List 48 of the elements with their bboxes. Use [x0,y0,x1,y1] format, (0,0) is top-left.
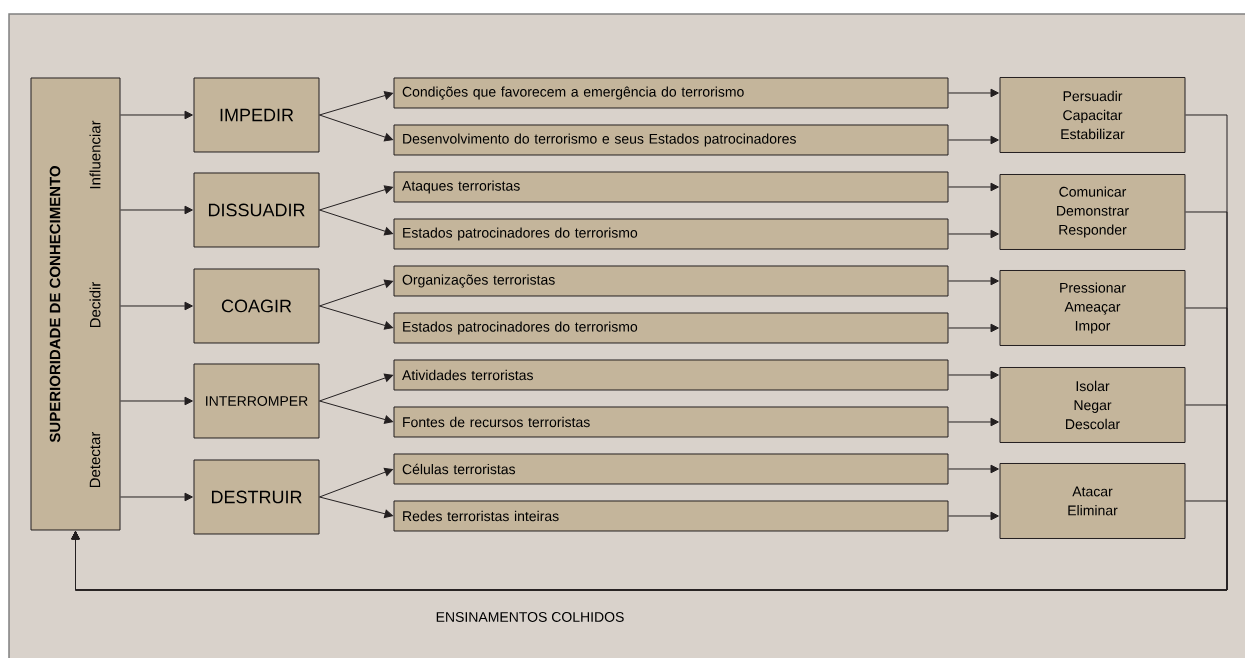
arrow [319,185,393,211]
target-box: Ataques terroristas [393,171,949,203]
arrow [120,301,193,311]
arrow [948,464,999,474]
arrow [120,396,193,406]
target-box: Organizações terroristas [393,265,949,297]
feedback-label: ENSINAMENTOS COLHIDOS [436,612,624,622]
arrow [948,135,999,145]
action-box: COAGIR [193,268,320,344]
target-box: Atividades terroristas [393,359,949,391]
action-box: INTERROMPER [193,363,320,439]
arrow [948,417,999,427]
target-box: Fontes de recursos terroristas [393,406,949,438]
arrow [948,370,999,380]
arrow [71,500,1228,591]
arrow [319,209,393,236]
knowledge-box: SUPERIORIDADE DE CONHECIMENTO Influenciar Decidir Detectar [30,77,121,531]
arrow [120,110,193,120]
action-box: DISSUADIR [193,172,320,248]
arrow [319,91,393,116]
target-box: Desenvolvimento do terrorismo e seus Estados patrocinadores [393,124,949,156]
target-box: Estados patrocinadores do terrorismo [393,218,949,250]
arrow [948,182,999,192]
arrow [319,305,393,330]
arrow [948,229,999,239]
target-box: Estados patrocinadores do terrorismo [393,312,949,344]
action-box: IMPEDIR [193,77,320,153]
result-box: Pressionar Ameaçar Impor [999,270,1186,346]
arrow [319,373,393,402]
arrow [319,496,393,519]
result-box: Comunicar Demonstrar Responder [999,174,1186,250]
arrow [120,205,193,215]
target-box: Células terroristas [393,453,949,485]
arrow [319,467,393,498]
result-box: Isolar Negar Descolar [999,367,1186,443]
arrow [319,400,393,424]
arrow [948,276,999,286]
result-box: Persuadir Capacitar Estabilizar [999,77,1186,153]
result-box: Atacar Eliminar [999,463,1186,539]
arrow [948,323,999,333]
arrow [319,279,393,307]
action-box: DESTRUIR [193,459,320,535]
arrow [319,114,393,142]
arrow [120,492,193,502]
target-box: Redes terroristas inteiras [393,500,949,532]
target-box: Condições que favorecem a emergência do terrorismo [393,77,949,109]
arrow [948,88,999,98]
arrow [948,511,999,521]
